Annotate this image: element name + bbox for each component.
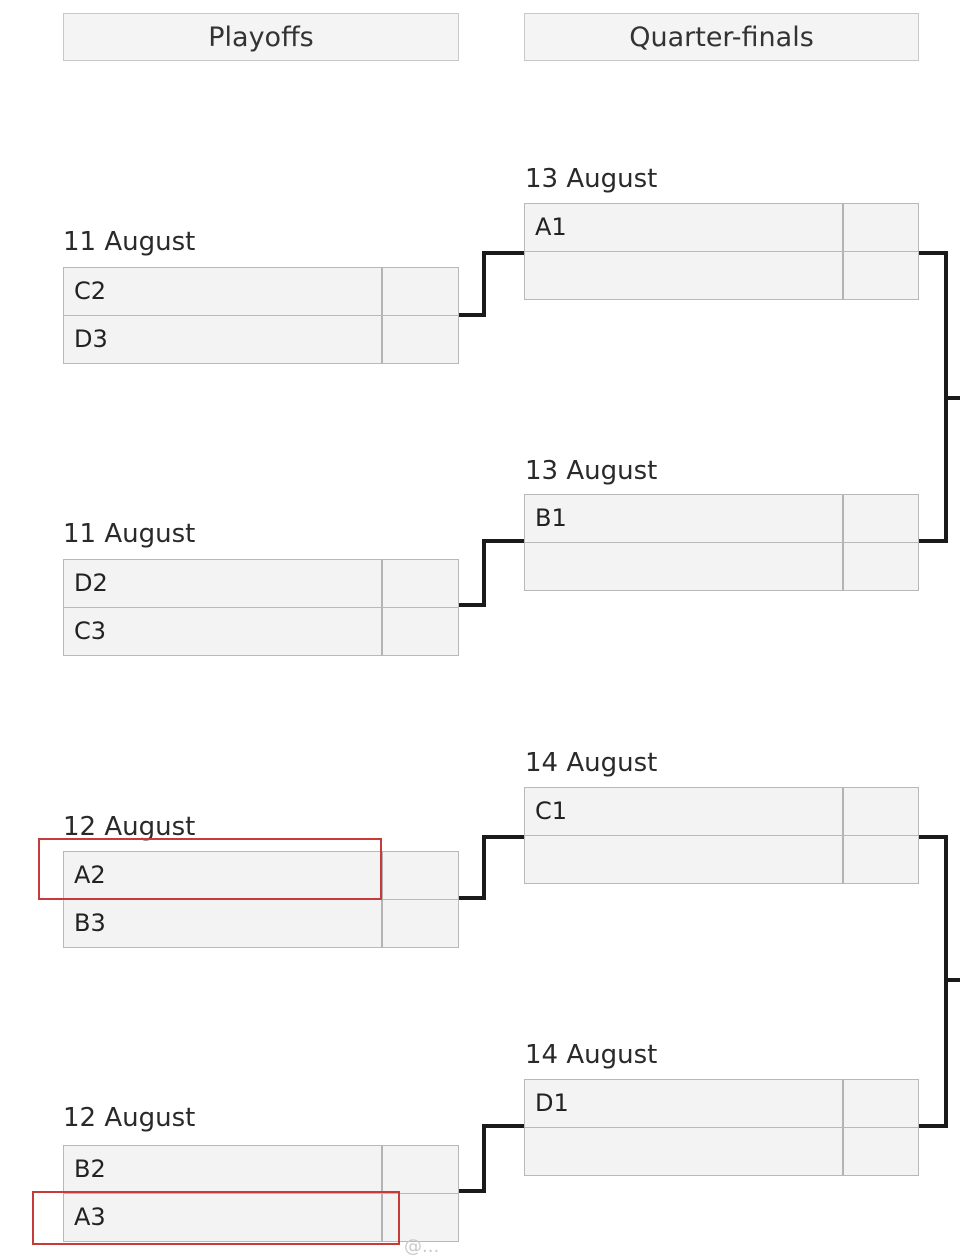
- score-cell: [383, 1146, 458, 1193]
- header-playoffs-label: Playoffs: [208, 21, 314, 53]
- playoff-1-date: 11 August: [63, 227, 196, 257]
- score-cell: [383, 1194, 458, 1241]
- qf-match-3: C1: [524, 787, 919, 884]
- connector-playoff-4: [459, 1124, 524, 1193]
- team-row: C1: [524, 787, 919, 836]
- header-quarterfinals-label: Quarter-finals: [629, 21, 814, 53]
- team-row: C2: [63, 267, 459, 316]
- team-row: D2: [63, 559, 459, 608]
- score-cell: [844, 1080, 918, 1127]
- header-quarterfinals: Quarter-finals: [524, 13, 919, 61]
- score-cell: [383, 560, 458, 607]
- playoff-match-4: B2 A3: [63, 1145, 459, 1242]
- score-cell: [844, 495, 918, 542]
- score-cell: [844, 1128, 918, 1175]
- team-name: [525, 251, 844, 299]
- playoff-2-date: 11 August: [63, 519, 196, 549]
- qf-4-date: 14 August: [525, 1040, 658, 1070]
- team-name: D3: [64, 315, 383, 363]
- team-row: A1: [524, 203, 919, 252]
- team-row: D3: [63, 314, 459, 364]
- qf-match-4: D1: [524, 1079, 919, 1176]
- playoff-match-1: C2 D3: [63, 267, 459, 364]
- qf-2-date: 13 August: [525, 456, 658, 486]
- team-name: A2: [64, 852, 383, 899]
- playoff-4-date: 12 August: [63, 1103, 196, 1133]
- qf-match-2: B1: [524, 494, 919, 591]
- team-row: D1: [524, 1079, 919, 1128]
- team-name: B2: [64, 1146, 383, 1193]
- team-row: [524, 834, 919, 884]
- connector-playoff-2: [459, 539, 524, 607]
- team-row: [524, 1126, 919, 1176]
- team-row: B1: [524, 494, 919, 543]
- connector-qf-top: [919, 251, 960, 543]
- score-cell: [383, 608, 458, 655]
- team-name: B1: [525, 495, 844, 542]
- team-name: A3: [64, 1193, 383, 1241]
- score-cell: [844, 204, 918, 251]
- team-row: [524, 541, 919, 591]
- team-name: D2: [64, 560, 383, 607]
- header-playoffs: Playoffs: [63, 13, 459, 61]
- team-row: B2: [63, 1145, 459, 1194]
- connector-playoff-1: [459, 251, 524, 317]
- team-row: A3: [63, 1192, 459, 1242]
- qf-match-1: A1: [524, 203, 919, 300]
- team-name: A1: [525, 204, 844, 251]
- team-name: B3: [64, 899, 383, 947]
- watermark: @...: [404, 1236, 440, 1257]
- score-cell: [844, 836, 918, 883]
- score-cell: [844, 788, 918, 835]
- team-name: [525, 1127, 844, 1175]
- playoff-3-date: 12 August: [63, 812, 196, 842]
- team-name: C3: [64, 607, 383, 655]
- playoff-match-2: D2 C3: [63, 559, 459, 656]
- team-row: [524, 250, 919, 300]
- team-row: B3: [63, 898, 459, 948]
- team-row: C3: [63, 606, 459, 656]
- team-name: [525, 542, 844, 590]
- connector-qf-bottom: [919, 835, 960, 1128]
- score-cell: [383, 852, 458, 899]
- score-cell: [844, 252, 918, 299]
- team-name: C1: [525, 788, 844, 835]
- score-cell: [383, 316, 458, 363]
- score-cell: [383, 900, 458, 947]
- team-row: A2: [63, 851, 459, 900]
- team-name: D1: [525, 1080, 844, 1127]
- playoff-match-3: A2 B3: [63, 851, 459, 948]
- qf-1-date: 13 August: [525, 164, 658, 194]
- qf-3-date: 14 August: [525, 748, 658, 778]
- team-name: C2: [64, 268, 383, 315]
- score-cell: [844, 543, 918, 590]
- team-name: [525, 835, 844, 883]
- connector-playoff-3: [459, 835, 524, 900]
- score-cell: [383, 268, 458, 315]
